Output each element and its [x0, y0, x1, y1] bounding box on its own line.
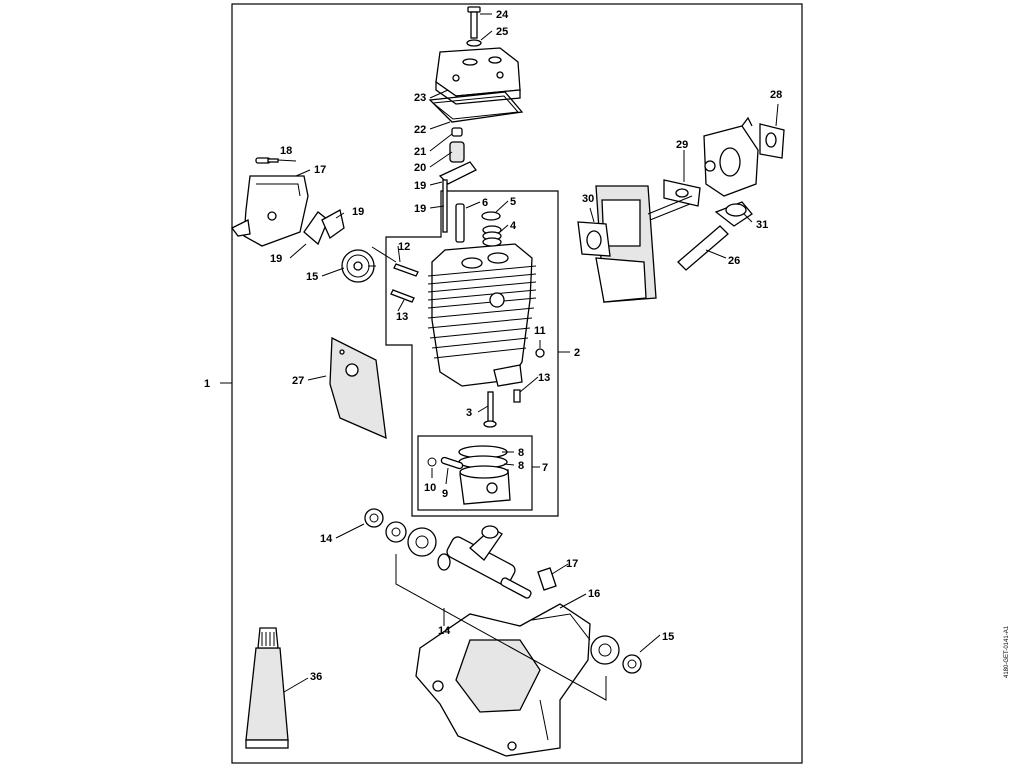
- callout-28: 24: [496, 9, 509, 21]
- rocker-arms: [303, 209, 345, 246]
- valve-parts: [438, 127, 477, 233]
- callout-27: 23: [414, 92, 426, 104]
- callout-labels: 24 25 23 22 21 20 19 19 6 5 4 18 17 19 1…: [204, 9, 782, 683]
- callout-4: 4: [510, 220, 517, 232]
- piston-group-frame: [417, 435, 533, 511]
- callout-19-lower: 19: [270, 253, 282, 265]
- callout-2: 2: [574, 347, 580, 359]
- callout-12-upper: 12: [398, 241, 410, 253]
- valve-spring: [455, 203, 502, 247]
- callout-26: 22: [414, 124, 426, 136]
- bracket-14: [395, 554, 607, 701]
- gasket-34: [577, 221, 611, 257]
- callout-8-lower: 8: [518, 460, 524, 472]
- callout-35: 31: [756, 219, 768, 231]
- gasket-plate: [329, 336, 387, 440]
- callout-15-left: 14: [320, 533, 333, 545]
- callout-17-text: 17: [566, 558, 578, 570]
- callout-20: 17: [314, 164, 326, 176]
- callout-3: 3: [466, 407, 472, 419]
- gasket-32: [759, 123, 785, 159]
- callout-5: 5: [510, 196, 516, 208]
- cylinder-cover: [428, 47, 524, 123]
- callout-19-upper-display: 19: [352, 206, 364, 218]
- callout-29: 25: [496, 26, 508, 38]
- callout-15-right-text: 15: [662, 631, 674, 643]
- cylinder-group-frame: [385, 190, 559, 517]
- piston: [427, 445, 511, 505]
- callout-10: 10: [424, 482, 436, 494]
- bearings-right: [590, 635, 642, 674]
- callout-22: 19: [414, 203, 426, 215]
- clip-17: [537, 567, 557, 591]
- callout-23: 19: [414, 180, 426, 192]
- camshaft-gear: [341, 249, 375, 283]
- cylinder: [427, 243, 537, 387]
- bearings-left: [364, 508, 437, 557]
- callout-16-text: 16: [588, 588, 600, 600]
- callout-1: 1: [204, 378, 210, 390]
- callout-21: 18: [280, 145, 292, 157]
- callout-24: 20: [414, 162, 426, 174]
- callout-9: 9: [442, 488, 448, 500]
- intake-hose: [677, 201, 753, 271]
- cover-screw: [466, 6, 482, 47]
- callout-32: 28: [770, 89, 782, 101]
- callout-14-text: 14: [438, 625, 451, 637]
- crankshaft: [437, 525, 532, 599]
- callout-30: 26: [728, 255, 740, 267]
- crankcase: [415, 603, 591, 757]
- callout-12-lower: 13: [396, 311, 408, 323]
- callout-18: 15: [306, 271, 318, 283]
- fasteners: [483, 348, 545, 428]
- callout-6: 6: [482, 197, 488, 209]
- callout-36: 36: [310, 671, 322, 683]
- carburetor: [703, 116, 759, 197]
- callout-13-label: 13: [538, 372, 550, 384]
- grease-tube: [245, 627, 289, 749]
- long-screws: [647, 195, 693, 221]
- callout-31: 27: [292, 375, 304, 387]
- leader-lines: [277, 13, 779, 693]
- document-code: 4180-GET-0141-A1: [1004, 625, 1010, 678]
- intake-flange: [595, 185, 657, 303]
- pins-12: [390, 263, 419, 303]
- callout-11: 11: [534, 325, 546, 337]
- gasket-33: [663, 179, 701, 207]
- callout-34: 30: [582, 193, 594, 205]
- gear-housing-cover: [231, 157, 309, 247]
- callout-25: 21: [414, 146, 426, 158]
- callout-33: 29: [676, 139, 688, 151]
- callout-8-upper: 8: [518, 447, 524, 459]
- callout-7: 7: [542, 462, 548, 474]
